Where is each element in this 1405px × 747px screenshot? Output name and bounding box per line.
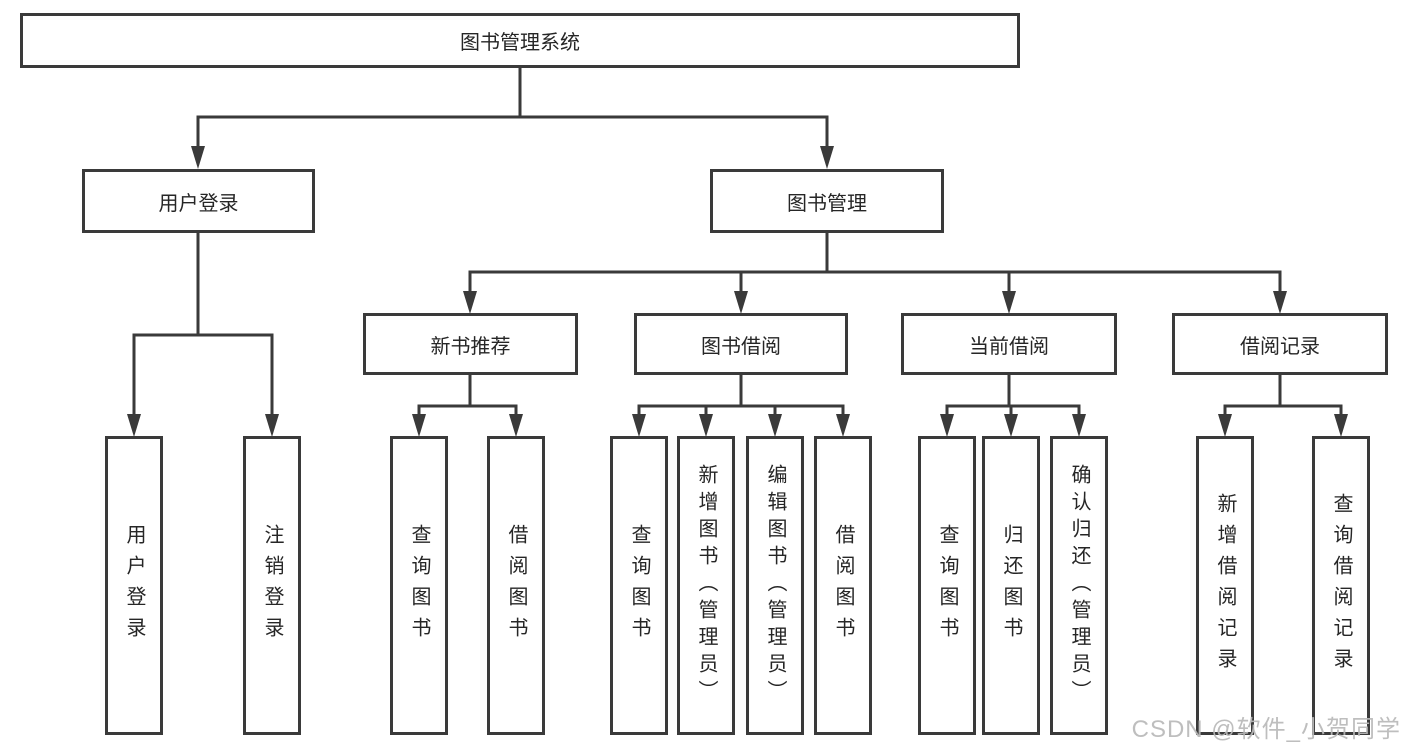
leaf-edit-book-admin-label: 编辑图书（管理员） <box>764 464 786 707</box>
leaf-add-borrow-record-label: 新增借阅记录 <box>1214 492 1236 679</box>
node-library-system-label: 图书管理系统 <box>460 32 580 54</box>
arrowheads-level3 <box>463 291 1287 314</box>
leaf-add-book-admin: 新增图书（管理员） <box>677 436 735 735</box>
leaf-confirm-return-admin-label: 确认归还（管理员） <box>1068 464 1090 707</box>
leaf-recommend-borrow-book-label: 借阅图书 <box>505 523 527 648</box>
connector-current-to-leaves <box>945 373 1081 418</box>
leaf-current-query-book-label: 查询图书 <box>936 523 958 648</box>
node-user-login-group: 用户登录 <box>82 169 315 233</box>
connector-recommend-to-leaves <box>417 373 518 418</box>
leaf-recommend-query-book: 查询图书 <box>390 436 448 735</box>
connector-records-to-leaves <box>1223 373 1343 418</box>
node-current-borrow: 当前借阅 <box>901 313 1117 375</box>
leaf-query-borrow-record: 查询借阅记录 <box>1312 436 1370 735</box>
connector-login-to-leaves <box>132 231 274 418</box>
leaf-logout: 注销登录 <box>243 436 301 735</box>
leaf-add-borrow-record: 新增借阅记录 <box>1196 436 1254 735</box>
connector-bookmgmt-to-level3 <box>468 231 1282 295</box>
node-book-borrow: 图书借阅 <box>634 313 848 375</box>
node-new-book-recommend: 新书推荐 <box>363 313 578 375</box>
connector-borrow-to-leaves <box>637 373 845 418</box>
leaf-borrow-query-book-label: 查询图书 <box>628 523 650 648</box>
arrowheads-level2 <box>191 146 834 169</box>
leaf-recommend-query-book-label: 查询图书 <box>408 523 430 648</box>
leaf-confirm-return-admin: 确认归还（管理员） <box>1050 436 1108 735</box>
node-borrow-records: 借阅记录 <box>1172 313 1388 375</box>
leaf-return-book: 归还图书 <box>982 436 1040 735</box>
csdn-watermark: CSDN @软件_小贺同学 <box>1131 716 1401 743</box>
node-new-book-recommend-label: 新书推荐 <box>430 335 511 358</box>
node-borrow-records-label: 借阅记录 <box>1240 335 1320 358</box>
node-user-login-group-label: 用户登录 <box>158 192 239 215</box>
leaf-current-query-book: 查询图书 <box>918 436 976 735</box>
leaf-borrow-book: 借阅图书 <box>814 436 872 735</box>
node-book-borrow-label: 图书借阅 <box>701 335 781 358</box>
leaf-user-login-label: 用户登录 <box>123 523 145 648</box>
leaf-edit-book-admin: 编辑图书（管理员） <box>746 436 804 735</box>
connector-root-to-level2 <box>196 66 829 150</box>
node-library-system: 图书管理系统 <box>20 13 1020 68</box>
leaf-borrow-book-label: 借阅图书 <box>832 523 854 648</box>
leaf-borrow-query-book: 查询图书 <box>610 436 668 735</box>
node-book-management: 图书管理 <box>710 169 944 233</box>
leaf-add-book-admin-label: 新增图书（管理员） <box>695 464 717 707</box>
leaf-query-borrow-record-label: 查询借阅记录 <box>1330 492 1352 679</box>
leaf-logout-label: 注销登录 <box>261 523 283 648</box>
arrowheads-leaves <box>127 414 1348 437</box>
node-book-management-label: 图书管理 <box>787 192 867 215</box>
leaf-return-book-label: 归还图书 <box>1000 523 1022 648</box>
node-current-borrow-label: 当前借阅 <box>969 335 1049 358</box>
leaf-recommend-borrow-book: 借阅图书 <box>487 436 545 735</box>
leaf-user-login: 用户登录 <box>105 436 163 735</box>
